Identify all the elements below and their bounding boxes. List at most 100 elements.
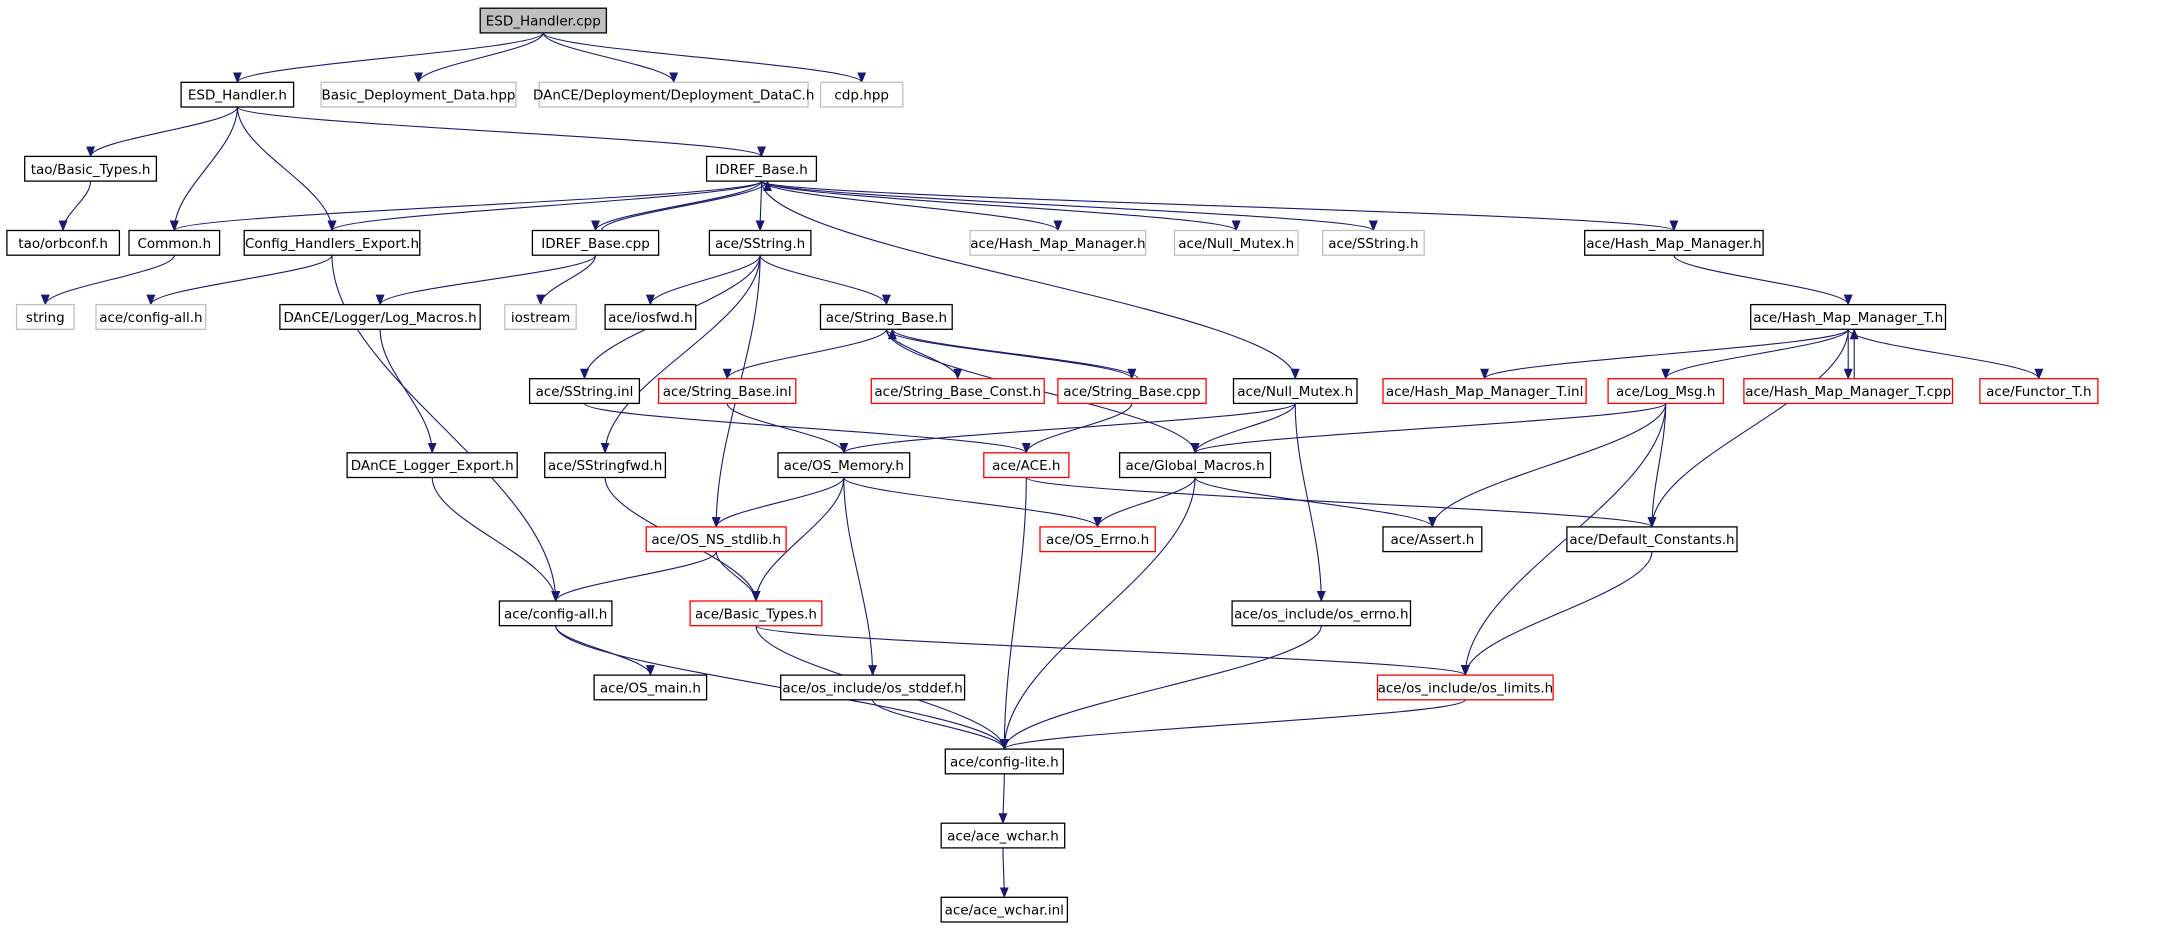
node-string-base-inl[interactable]: ace/String_Base.inl [657, 378, 797, 405]
node-sstringfwd[interactable]: ace/SStringfwd.h [544, 452, 667, 479]
node-default-const[interactable]: ace/Default_Constants.h [1566, 526, 1738, 553]
edge-sstring_h-to-sstringfwd [600, 255, 761, 454]
edge-ace_h-to-default_const [1025, 477, 1657, 528]
node-iosfwd[interactable]: ace/iosfwd.h [604, 303, 697, 330]
node-box [504, 303, 577, 330]
node-sstring-h[interactable]: ace/SString.h [708, 229, 812, 256]
node-label: ace/SString.h [715, 236, 805, 252]
node-hmm-t-h[interactable]: ace/Hash_Map_Manager_T.h [1750, 303, 1947, 330]
node-box [1057, 378, 1207, 405]
node-cdp[interactable]: cdp.hpp [819, 81, 904, 108]
node-os-main[interactable]: ace/OS_main.h [593, 674, 708, 701]
edge-config_lite-to-ace_wchar_h [998, 773, 1008, 825]
node-label: ace/iosfwd.h [608, 310, 693, 326]
node-box [1039, 526, 1156, 553]
node-ace-wchar-inl[interactable]: ace/ace_wchar.inl [940, 896, 1069, 923]
node-os-limits[interactable]: ace/os_include/os_limits.h [1376, 674, 1554, 701]
node-label: ace/Assert.h [1390, 532, 1474, 548]
node-config-all-u[interactable]: ace/config-all.h [95, 303, 207, 330]
node-label: ESD_Handler.h [188, 88, 287, 104]
node-functor-t[interactable]: ace/Functor_T.h [1979, 378, 2099, 405]
edge-log_msg-to-global_macros [1190, 402, 1667, 454]
node-box [944, 748, 1064, 775]
node-esd-cpp[interactable]: ESD_Handler.cpp [479, 7, 608, 34]
node-label: IDREF_Base.h [715, 162, 808, 178]
edge-null_mutex-to-global_macros [1190, 403, 1296, 454]
node-config-exp[interactable]: Config_Handlers_Export.h [243, 229, 421, 256]
node-iostream[interactable]: iostream [504, 303, 577, 330]
node-label: ace/OS_main.h [600, 680, 701, 696]
node-dance-logger[interactable]: DAnCE_Logger_Export.h [346, 452, 518, 479]
node-hmm-h[interactable]: ace/Hash_Map_Manager.h [1584, 229, 1764, 256]
node-box [819, 303, 953, 330]
node-string-base-h[interactable]: ace/String_Base.h [819, 303, 953, 330]
node-tao-basic[interactable]: tao/Basic_Types.h [24, 155, 158, 182]
node-sstring-u[interactable]: ace/SString.h [1322, 229, 1425, 256]
node-label: ace/String_Base.inl [663, 384, 792, 400]
node-os-inc-errno[interactable]: ace/os_include/os_errno.h [1231, 600, 1412, 627]
node-ace-wchar-h[interactable]: ace/ace_wchar.h [940, 822, 1066, 849]
node-os-stddef[interactable]: ace/os_include/os_stddef.h [780, 674, 966, 701]
node-config-all[interactable]: ace/config-all.h [498, 600, 613, 627]
node-box [969, 229, 1147, 256]
node-log-macros[interactable]: DAnCE/Logger/Log_Macros.h [279, 303, 481, 330]
node-esd-h[interactable]: ESD_Handler.h [180, 81, 295, 108]
edge-global_macros-to-os_errno [1093, 477, 1196, 528]
node-label: DAnCE_Logger_Export.h [351, 458, 514, 474]
node-basic-types[interactable]: ace/Basic_Types.h [689, 600, 823, 627]
node-common[interactable]: Common.h [128, 229, 221, 256]
node-idref-h[interactable]: IDREF_Base.h [705, 155, 818, 182]
node-label: tao/orbconf.h [18, 236, 108, 252]
node-label: ace/String_Base.h [826, 310, 947, 326]
node-null-mutex[interactable]: ace/Null_Mutex.h [1232, 378, 1358, 405]
edge-esd_cpp-to-cdp [542, 32, 867, 84]
node-string-base-cpp[interactable]: ace/String_Base.cpp [1057, 378, 1207, 405]
edge-common-to-string [40, 254, 175, 306]
node-label: Common.h [137, 236, 211, 252]
node-os-ns-stdlib[interactable]: ace/OS_NS_stdlib.h [645, 526, 787, 553]
edge-os_memory-to-os_stddef [843, 477, 878, 677]
edge-os_ns_stdlib-to-basic_types [715, 551, 761, 602]
edge-ace_wchar_h-to-ace_wchar_inl [999, 847, 1009, 899]
node-ace-h[interactable]: ace/ACE.h [983, 452, 1070, 479]
node-idref-cpp[interactable]: IDREF_Base.cpp [531, 229, 660, 256]
node-config-lite[interactable]: ace/config-lite.h [944, 748, 1064, 775]
node-label: ace/os_include/os_stddef.h [782, 680, 962, 696]
node-label: ace/ace_wchar.h [947, 829, 1059, 845]
node-os-errno[interactable]: ace/OS_Errno.h [1039, 526, 1156, 553]
edge-hmm_t_h-to-functor_t [1847, 329, 2044, 380]
node-log-msg[interactable]: ace/Log_Msg.h [1607, 378, 1725, 405]
edge-config_all-to-config_lite [555, 625, 1009, 751]
node-box [777, 452, 911, 479]
node-label: ace/Functor_T.h [1986, 384, 2091, 400]
node-label: ace/OS_NS_stdlib.h [651, 532, 781, 548]
node-global-macros[interactable]: ace/Global_Macros.h [1118, 452, 1272, 479]
node-label: ace/Hash_Map_Manager_T.h [1753, 310, 1943, 326]
node-string-base-const[interactable]: ace/String_Base_Const.h [870, 378, 1045, 405]
edge-log_msg-to-default_const [1647, 403, 1667, 528]
node-label: ace/ACE.h [992, 458, 1060, 474]
node-label: cdp.hpp [834, 88, 889, 104]
node-null-mutex-u[interactable]: ace/Null_Mutex.h [1173, 229, 1299, 256]
node-box [346, 452, 518, 479]
edge-dance_logger-to-config_all [431, 477, 561, 602]
edge-esd_h-to-idref_h [236, 106, 766, 158]
node-hmm-t-inl[interactable]: ace/Hash_Map_Manager_T.inl [1382, 378, 1587, 405]
node-box [528, 378, 641, 405]
edge-ace_h-to-config_lite [999, 477, 1027, 751]
node-box [180, 81, 295, 108]
node-box [780, 674, 966, 701]
node-hmm-h-u[interactable]: ace/Hash_Map_Manager.h [969, 229, 1147, 256]
node-hmm-t-cpp[interactable]: ace/Hash_Map_Manager_T.cpp [1743, 378, 1954, 405]
node-tao-orb[interactable]: tao/orbconf.h [6, 229, 121, 256]
node-os-memory[interactable]: ace/OS_Memory.h [777, 452, 911, 479]
node-assert[interactable]: ace/Assert.h [1382, 526, 1483, 553]
node-string[interactable]: string [15, 303, 75, 330]
edge-hmm_t_h-to-default_const [1647, 329, 1849, 528]
node-basic-dep[interactable]: Basic_Deployment_Data.hpp [320, 81, 517, 108]
node-dance-depc[interactable]: DAnCE/Deployment/Deployment_DataC.h [533, 81, 814, 108]
node-label: ace/ace_wchar.inl [945, 903, 1064, 919]
edge-null_mutex-to-os_inc_errno [1294, 403, 1326, 602]
node-label: DAnCE/Deployment/Deployment_DataC.h [533, 88, 814, 104]
node-sstring-inl[interactable]: ace/SString.inl [528, 378, 641, 405]
